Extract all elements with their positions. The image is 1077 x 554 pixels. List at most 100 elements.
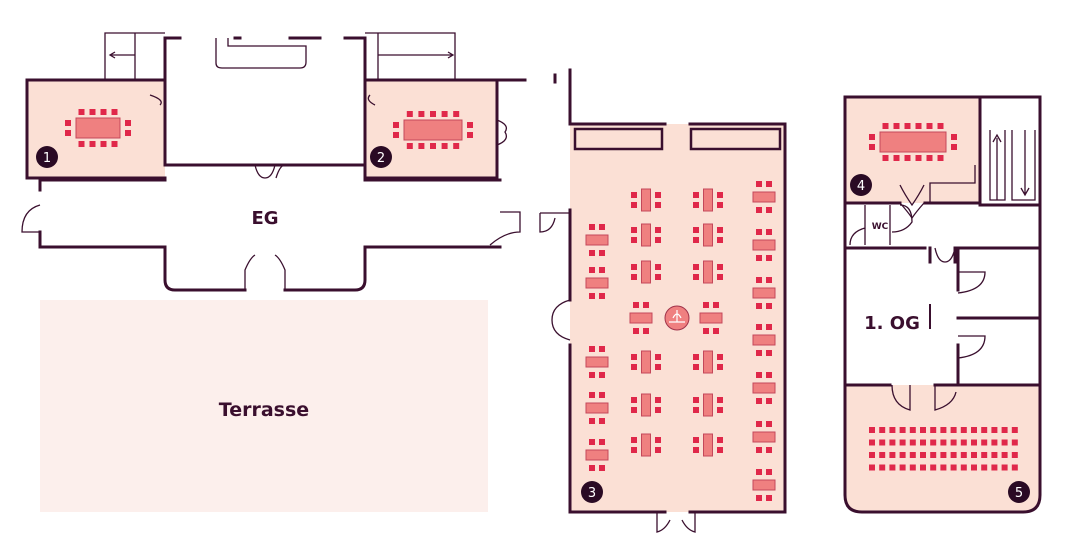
chair [879, 427, 886, 433]
chair [915, 155, 922, 161]
table [752, 431, 776, 443]
chair [430, 111, 436, 117]
chair [631, 274, 637, 280]
chair [766, 324, 772, 330]
chair [766, 303, 772, 309]
chair [717, 274, 723, 280]
chair [693, 274, 699, 280]
chair [599, 346, 605, 352]
chair [899, 439, 906, 446]
chair [766, 350, 772, 356]
chair [717, 407, 723, 413]
chair [693, 397, 699, 403]
chair [717, 437, 723, 443]
chair [926, 155, 933, 161]
table [699, 312, 723, 324]
chair [125, 120, 131, 126]
room-badge-4 [850, 174, 872, 196]
chair [1001, 427, 1008, 433]
chair [766, 229, 772, 235]
chair [951, 134, 957, 140]
chair [930, 452, 937, 458]
table [752, 239, 776, 251]
table [703, 393, 713, 417]
chair [920, 452, 926, 458]
chair [991, 452, 998, 458]
chair [631, 364, 637, 370]
chair [920, 439, 926, 446]
chair [589, 293, 595, 299]
chair [904, 155, 911, 161]
chair [971, 464, 977, 471]
chair [599, 250, 605, 256]
chair [981, 464, 988, 471]
chair [1011, 427, 1018, 433]
table [703, 260, 713, 284]
chair [111, 109, 118, 115]
chair [971, 427, 977, 433]
fountain-icon-glyph [669, 310, 685, 323]
chair [703, 302, 709, 308]
table [629, 312, 653, 324]
chair [889, 439, 896, 446]
chair [655, 354, 661, 360]
chair [882, 155, 889, 161]
chair [756, 398, 762, 404]
chair [589, 439, 595, 445]
chair [589, 267, 595, 273]
chair [693, 447, 699, 453]
table [641, 260, 651, 284]
chair [693, 354, 699, 360]
chair [960, 464, 967, 471]
chair [991, 464, 998, 471]
chair [766, 277, 772, 283]
table [585, 449, 609, 461]
chair [756, 421, 762, 427]
chair [909, 464, 916, 471]
chair [713, 302, 719, 308]
chair [909, 439, 916, 446]
chair [599, 392, 605, 398]
chair [717, 192, 723, 198]
chair [915, 123, 922, 129]
chair [756, 447, 762, 453]
table [641, 393, 651, 417]
chair [937, 155, 944, 161]
table [752, 191, 776, 203]
table [703, 223, 713, 247]
chair [766, 207, 772, 213]
chair [599, 372, 605, 378]
chair [960, 452, 967, 458]
chair [950, 464, 957, 471]
chair [717, 447, 723, 453]
chair [889, 427, 896, 433]
chair [950, 439, 957, 446]
chair [467, 132, 473, 138]
chair [430, 143, 436, 149]
chair [713, 328, 719, 334]
chair [766, 469, 772, 475]
chair [909, 452, 916, 458]
chair [717, 354, 723, 360]
room-number-4: 4 [857, 179, 865, 194]
chair [631, 397, 637, 403]
chair [756, 255, 762, 261]
chair [599, 418, 605, 424]
table [403, 119, 463, 141]
room-badge-1 [36, 146, 58, 168]
chair [889, 464, 896, 471]
chair [589, 224, 595, 230]
ground-floor-walls [21, 32, 787, 533]
chair [655, 397, 661, 403]
chair [693, 237, 699, 243]
chair [869, 452, 875, 458]
chair [655, 202, 661, 208]
chair [766, 255, 772, 261]
chair [899, 427, 906, 433]
chair [89, 109, 96, 115]
room-5 [845, 385, 1040, 512]
chair [981, 427, 988, 433]
chair [904, 123, 911, 129]
chair [1011, 464, 1018, 471]
chair [655, 364, 661, 370]
